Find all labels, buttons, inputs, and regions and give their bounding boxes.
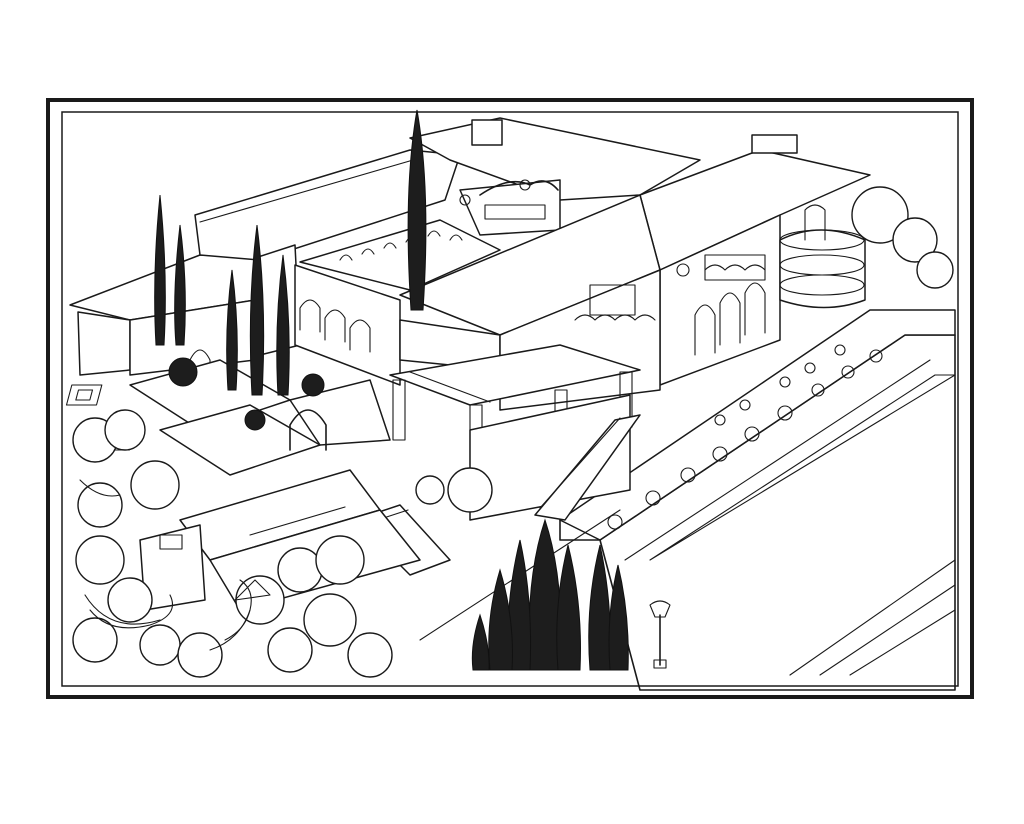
round-tower (779, 204, 866, 309)
balustrade-wall (559, 309, 956, 541)
cypress-tree-icon (528, 518, 562, 671)
shrub-icon (244, 409, 266, 431)
cypress-tree-icon (471, 613, 490, 671)
shrub-icon (72, 617, 118, 663)
shrub-icon (267, 627, 313, 673)
cypress-tree-icon (226, 269, 238, 391)
cypress-tree-icon (488, 568, 513, 671)
shrub-icon (77, 482, 123, 528)
shrub-icon (315, 535, 365, 585)
cypress-tree-icon (174, 224, 186, 346)
shrub-icon (104, 409, 146, 451)
shrub-icon (851, 186, 909, 244)
shrub-icon (415, 475, 445, 505)
cypress-tree-icon (608, 564, 629, 671)
shrub-icon (892, 217, 938, 263)
cypress-tree-icon (154, 194, 166, 346)
shrub-icon (447, 467, 493, 513)
pergola (389, 344, 641, 521)
picture-frame (46, 98, 974, 699)
lamp-post-icon (649, 600, 671, 669)
shrub-icon (177, 632, 223, 678)
shrub-icon (301, 373, 325, 397)
cypress-tree-icon (407, 109, 427, 311)
cypress-tree-icon (507, 539, 532, 671)
shrub-icon (347, 632, 393, 678)
shrub-icon (916, 251, 954, 289)
right-block (639, 134, 871, 386)
pool-terrace (599, 334, 956, 691)
shrub-icon (130, 460, 180, 510)
shrub-icon (303, 593, 357, 647)
courtyard-wing (194, 149, 461, 386)
staircase-right (534, 414, 641, 521)
shrub-icon (75, 535, 125, 585)
cypress-tree-icon (556, 544, 581, 671)
shrub-icon (139, 624, 181, 666)
finial-row (607, 344, 883, 530)
garden-paths (79, 479, 271, 651)
shrub-icon (168, 357, 198, 387)
shrub-icon (277, 547, 323, 593)
shrub-icon (235, 575, 285, 625)
cypress-trees (154, 109, 629, 671)
shrub-icon (107, 577, 153, 623)
left-wing (69, 254, 271, 381)
central-block (409, 117, 701, 236)
cypress-tree-icon (588, 544, 612, 671)
cypress-tree-icon (249, 224, 265, 396)
cypress-tree-icon (276, 254, 290, 396)
